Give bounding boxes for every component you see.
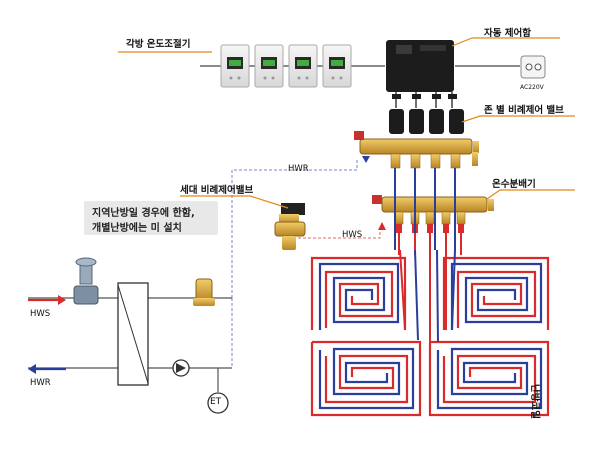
note-line-1: 지역난방일 경우에 한함, (92, 208, 195, 219)
return-manifold (354, 131, 479, 169)
coil-feed-pipes (399, 249, 456, 343)
zone-valves-label: 존 별 비례제어 밸브 (484, 105, 564, 116)
heating-coils (310, 256, 550, 417)
secondary-valve (193, 278, 215, 306)
supply-manifold (372, 195, 494, 233)
district-heating-note: 지역난방일 경우에 한함, 개별난방에는 미 설치 (84, 201, 218, 235)
household-valve (274, 203, 306, 250)
note-line-2: 개별난방에는 미 설치 (92, 223, 182, 234)
heat-exchanger (117, 282, 149, 386)
coil-top-right (442, 256, 550, 330)
expansion-tank (207, 392, 229, 414)
thermostat-3 (288, 44, 318, 88)
thermostats-label: 각방 온도조절기 (126, 39, 191, 50)
coil-bottom-right (428, 340, 550, 417)
coil-bottom-left (310, 340, 422, 417)
ac-power-label: AC220V (520, 84, 544, 91)
auto-control-box (386, 40, 457, 108)
thermostat-2 (254, 44, 284, 88)
power-outlet (520, 55, 546, 79)
hwr-arrow (28, 364, 66, 374)
leader-lines (118, 37, 575, 209)
primary-control-valve (73, 257, 99, 305)
hws-arrow (28, 295, 66, 305)
coil-top-left (310, 256, 407, 330)
household-valve-label: 세대 비례제어밸브 (180, 185, 254, 196)
zone-actuators (389, 109, 464, 134)
room-thermostats (220, 44, 352, 88)
et-label: ET (210, 397, 222, 407)
thermostat-1 (220, 44, 250, 88)
circulation-pump (172, 359, 190, 377)
thermostat-4 (322, 44, 352, 88)
auto-controller-label: 자동 제어함 (484, 28, 532, 39)
hwr-pipe-label: HWR (288, 164, 309, 174)
hwr-left-label: HWR (30, 378, 51, 388)
manifold-label: 온수분배기 (492, 179, 536, 190)
hws-pipe-label: HWS (342, 230, 363, 240)
dashed-piping (231, 160, 381, 368)
heating-coil-label: 난방코일 (529, 384, 540, 419)
hws-left-label: HWS (30, 309, 51, 319)
